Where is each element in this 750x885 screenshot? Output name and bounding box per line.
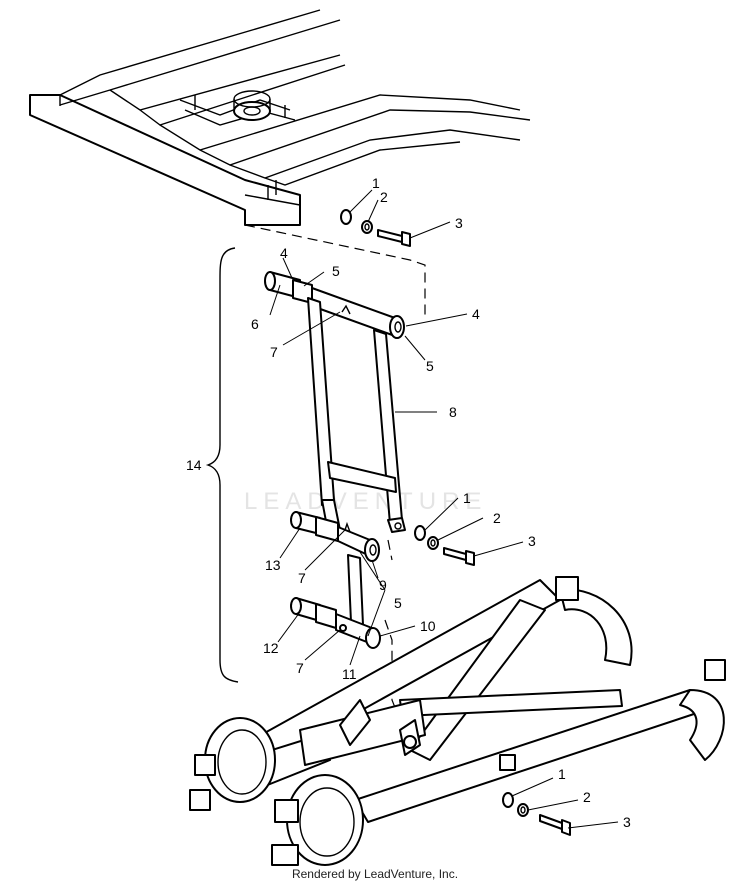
callout-1-middle: 1 — [463, 490, 471, 506]
callout-8: 8 — [449, 404, 457, 420]
upper-frame — [29, 9, 531, 226]
callout-14: 14 — [186, 457, 202, 473]
lower-frame — [189, 576, 726, 866]
callout-5-lower: 5 — [394, 595, 402, 611]
footer-credit: Rendered by LeadVenture, Inc. — [291, 867, 459, 881]
upper-pivot-shaft — [264, 271, 405, 339]
callout-5-upper-left: 5 — [332, 263, 340, 279]
swing-arm — [307, 297, 406, 533]
watermark-text: LEADVENTURE — [244, 488, 488, 515]
callout-10: 10 — [420, 618, 436, 634]
callout-13: 13 — [265, 557, 281, 573]
callout-labels: 1 2 3 4 5 6 7 4 5 8 14 1 2 3 13 7 9 5 10… — [186, 175, 631, 830]
callout-1-bottom: 1 — [558, 766, 566, 782]
alignment-line-upper — [244, 224, 426, 315]
callout-11: 11 — [342, 666, 357, 682]
bracket-14 — [205, 247, 239, 683]
callout-4-left: 4 — [280, 245, 288, 261]
callout-2-bottom: 2 — [583, 789, 591, 805]
callout-3-top: 3 — [455, 215, 463, 231]
callout-3-bottom: 3 — [623, 814, 631, 830]
callout-12: 12 — [263, 640, 279, 656]
callout-7-middle: 7 — [298, 570, 306, 586]
lower-shaft-12 — [290, 597, 381, 649]
callout-2-top: 2 — [380, 189, 388, 205]
callout-6: 6 — [251, 316, 259, 332]
hardware-middle — [414, 525, 475, 566]
hardware-top — [340, 209, 411, 247]
callout-5-upper-right: 5 — [426, 358, 434, 374]
callout-1-top: 1 — [372, 175, 380, 191]
callout-4-right: 4 — [472, 306, 480, 322]
callout-7-upper: 7 — [270, 344, 278, 360]
hardware-bottom — [502, 792, 571, 836]
callout-7-lower: 7 — [296, 660, 304, 676]
callout-2-middle: 2 — [493, 510, 501, 526]
callout-3-middle: 3 — [528, 533, 536, 549]
callout-9: 9 — [379, 577, 387, 593]
leader-lines — [269, 189, 619, 829]
